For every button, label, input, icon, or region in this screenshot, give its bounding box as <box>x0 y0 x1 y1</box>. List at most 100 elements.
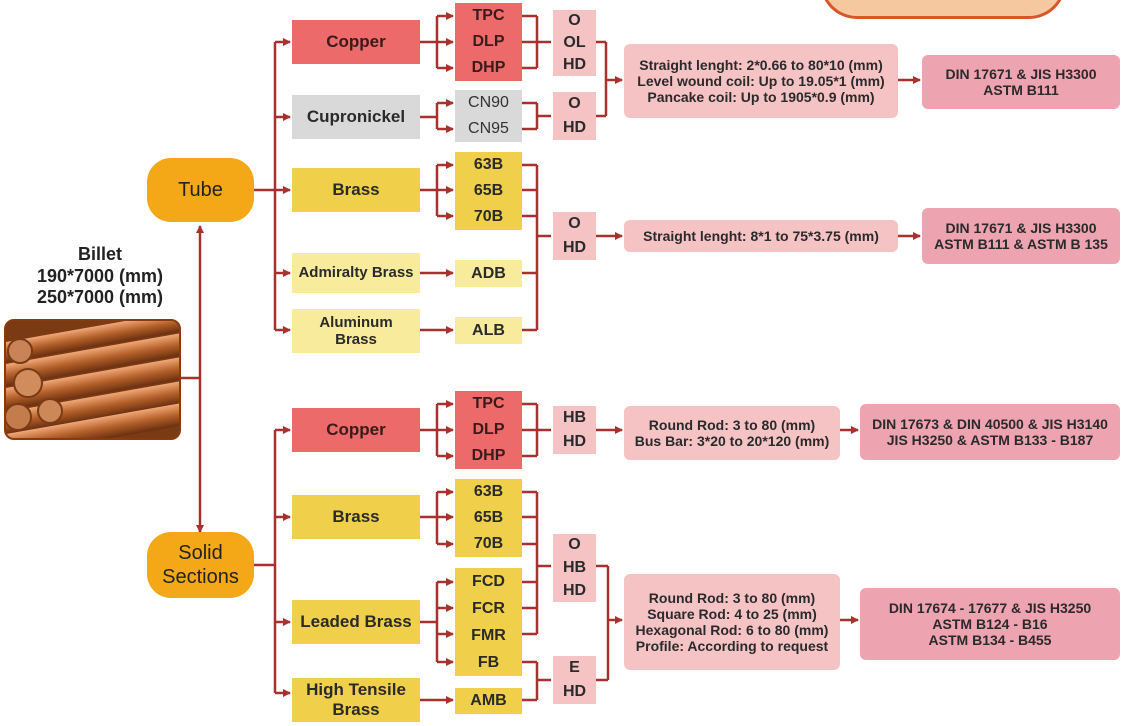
tube-aluminum-label-2: Brass <box>335 331 377 348</box>
temper-e: E <box>569 659 580 677</box>
grade-70b: 70B <box>474 208 503 226</box>
dim-line: Round Rod: 3 to 80 (mm) <box>649 417 815 433</box>
solid-dimensions-2: Round Rod: 3 to 80 (mm) Square Rod: 4 to… <box>624 574 840 670</box>
dim-line: Square Rod: 4 to 25 (mm) <box>647 606 817 622</box>
grade-cn90: CN90 <box>468 94 509 112</box>
dim-line: Hexagonal Rod: 6 to 80 (mm) <box>636 622 829 638</box>
solid-high-tensile-box: High Tensile Brass <box>292 678 420 722</box>
tube-copper-tempers: O OL HD <box>553 10 596 76</box>
grade-63b: 63B <box>474 156 503 174</box>
tube-cupronickel-grades: CN90 CN95 <box>455 90 522 142</box>
temper-o: O <box>568 12 580 30</box>
grade-cn95: CN95 <box>468 120 509 138</box>
tube-cupronickel-box: Cupronickel <box>292 95 420 139</box>
temper-hd: HD <box>563 683 586 701</box>
grade-alb: ALB <box>472 322 505 340</box>
solid-copper-label: Copper <box>326 420 386 440</box>
grade-dhp: DHP <box>472 447 506 465</box>
tube-cupronickel-tempers: O HD <box>553 92 596 140</box>
solid-label-line2: Sections <box>162 565 239 589</box>
dim-line: Pancake coil: Up to 1905*0.9 (mm) <box>647 89 874 105</box>
billet-size-1: 190*7000 (mm) <box>10 266 190 288</box>
temper-hd: HD <box>563 433 586 451</box>
grade-amb: AMB <box>470 692 506 710</box>
temper-hb: HB <box>563 559 586 577</box>
standard-line: ASTM B111 <box>983 82 1058 98</box>
grade-adb: ADB <box>471 265 506 283</box>
corner-decoration <box>820 0 1066 19</box>
grade-fmr: FMR <box>471 627 506 645</box>
solid-brass-tempers: O HB HD <box>553 534 596 602</box>
solid-dimensions-1: Round Rod: 3 to 80 (mm) Bus Bar: 3*20 to… <box>624 406 840 460</box>
solid-label-line1: Solid <box>178 541 222 565</box>
grade-dlp: DLP <box>473 421 505 439</box>
grade-fcd: FCD <box>472 573 505 591</box>
solid-standards-1: DIN 17673 & DIN 40500 & JIS H3140 JIS H3… <box>860 404 1120 460</box>
grade-65b: 65B <box>474 509 503 527</box>
solid-standards-2: DIN 17674 - 17677 & JIS H3250 ASTM B124 … <box>860 588 1120 660</box>
tube-aluminum-box: Aluminum Brass <box>292 309 420 353</box>
dim-line: Round Rod: 3 to 80 (mm) <box>649 590 815 606</box>
temper-hd: HD <box>563 582 586 600</box>
billet-title: Billet <box>10 244 190 266</box>
temper-o: O <box>568 95 580 113</box>
grade-fcr: FCR <box>472 600 505 618</box>
tube-standards-2: DIN 17671 & JIS H3300 ASTM B111 & ASTM B… <box>922 208 1120 264</box>
solid-hightensile-label-2: Brass <box>332 700 379 720</box>
tube-standards-1: DIN 17671 & JIS H3300 ASTM B111 <box>922 55 1120 109</box>
temper-o: O <box>568 215 580 233</box>
copper-logs-picture <box>6 321 179 438</box>
tube-node: Tube <box>147 158 254 222</box>
solid-hightensile-tempers: E HD <box>553 656 596 704</box>
grade-63b: 63B <box>474 483 503 501</box>
grade-dlp: DLP <box>473 33 505 51</box>
dim-line: Straight lenght: 2*0.66 to 80*10 (mm) <box>639 57 883 73</box>
tube-brass-box: Brass <box>292 168 420 212</box>
tube-admiralty-grade: ADB <box>455 260 522 287</box>
tube-copper-grades: TPC DLP DHP <box>455 3 522 81</box>
temper-hd: HD <box>563 56 586 74</box>
solid-leaded-brass-box: Leaded Brass <box>292 600 420 644</box>
solid-leaded-label: Leaded Brass <box>300 612 412 632</box>
tube-admiralty-box: Admiralty Brass <box>292 253 420 293</box>
billet-size-2: 250*7000 (mm) <box>10 287 190 309</box>
standard-line: ASTM B124 - B16 <box>932 616 1047 632</box>
tube-cupronickel-label: Cupronickel <box>307 107 405 127</box>
solid-brass-label: Brass <box>332 507 379 527</box>
tube-brass-tempers: O HD <box>553 212 596 260</box>
tube-admiralty-label: Admiralty Brass <box>298 264 413 281</box>
dim-line: Profile: According to request <box>636 638 828 654</box>
standard-line: DIN 17673 & DIN 40500 & JIS H3140 <box>872 416 1108 432</box>
dim-line: Level wound coil: Up to 19.05*1 (mm) <box>637 73 884 89</box>
solid-copper-box: Copper <box>292 408 420 452</box>
temper-o: O <box>568 536 580 554</box>
solid-hightensile-grade: AMB <box>455 688 522 714</box>
temper-hd: HD <box>563 239 586 257</box>
grade-70b: 70B <box>474 535 503 553</box>
solid-sections-node: Solid Sections <box>147 532 254 598</box>
grade-fb: FB <box>478 654 499 672</box>
solid-brass-box: Brass <box>292 495 420 539</box>
solid-brass-grades: 63B 65B 70B <box>455 479 522 557</box>
tube-aluminum-grade: ALB <box>455 317 522 344</box>
tube-brass-label: Brass <box>332 180 379 200</box>
tube-copper-label: Copper <box>326 32 386 52</box>
grade-dhp: DHP <box>472 59 506 77</box>
tube-aluminum-label-1: Aluminum <box>319 314 392 331</box>
billet-image <box>4 319 181 440</box>
dim-line: Straight lenght: 8*1 to 75*3.75 (mm) <box>643 228 879 244</box>
dim-line: Bus Bar: 3*20 to 20*120 (mm) <box>635 433 830 449</box>
standard-line: ASTM B134 - B455 <box>929 632 1052 648</box>
grade-tpc: TPC <box>473 7 505 25</box>
solid-hightensile-label-1: High Tensile <box>306 680 406 700</box>
grade-65b: 65B <box>474 182 503 200</box>
temper-hd: HD <box>563 119 586 137</box>
solid-copper-grades: TPC DLP DHP <box>455 391 522 469</box>
tube-dimensions-2: Straight lenght: 8*1 to 75*3.75 (mm) <box>624 220 898 252</box>
standard-line: DIN 17671 & JIS H3300 <box>946 220 1097 236</box>
tube-copper-box: Copper <box>292 20 420 64</box>
tube-dimensions-1: Straight lenght: 2*0.66 to 80*10 (mm) Le… <box>624 44 898 118</box>
standard-line: JIS H3250 & ASTM B133 - B187 <box>887 432 1093 448</box>
standard-line: ASTM B111 & ASTM B 135 <box>934 236 1108 252</box>
standard-line: DIN 17674 - 17677 & JIS H3250 <box>889 600 1091 616</box>
